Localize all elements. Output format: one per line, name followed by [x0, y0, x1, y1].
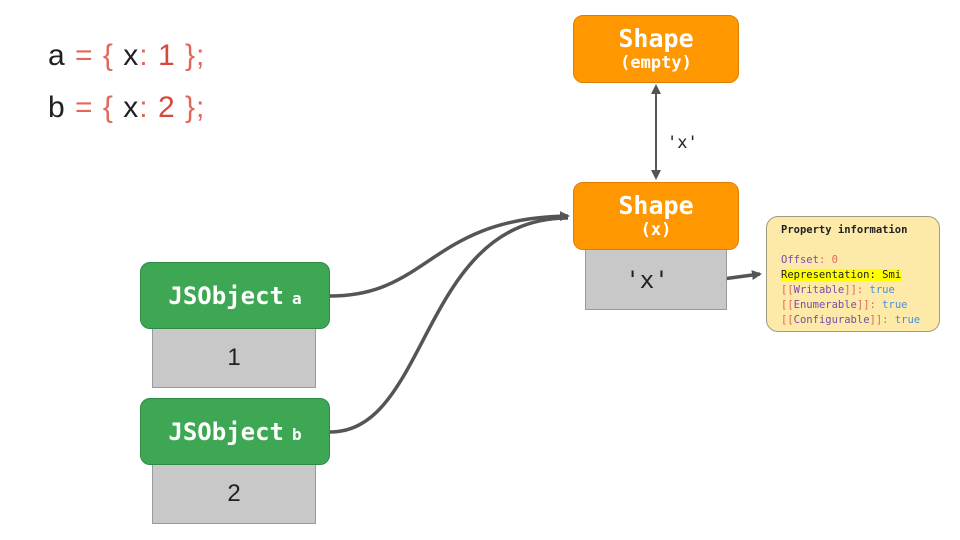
code-var: b	[48, 91, 66, 124]
jsobject-b-value: 2	[152, 462, 316, 524]
code-key: x	[123, 39, 140, 72]
jsobject-b-name: JSObject	[168, 417, 284, 446]
jsobject-a-name: JSObject	[168, 281, 284, 310]
enumerable-value: true	[882, 299, 908, 311]
code-colon: :	[139, 91, 149, 124]
code-semicolon: ;	[196, 39, 206, 72]
shape-empty-subtitle: (empty)	[620, 53, 692, 73]
shape-empty-title: Shape	[618, 24, 694, 53]
jsobject-a-value: 1	[152, 326, 316, 388]
shape-x-title: Shape	[618, 191, 694, 220]
code-brace-close: }	[185, 91, 197, 124]
representation-value: Smi	[882, 269, 902, 281]
property-info-header: Property information	[781, 224, 908, 236]
code-brace-close: }	[185, 39, 197, 72]
shape-x: Shape (x)	[573, 182, 739, 250]
writable-label: Writable	[793, 284, 845, 296]
offset-label: Offset	[781, 254, 819, 266]
jsobject-b: JSObject b	[140, 398, 330, 465]
shape-x-slot: 'x'	[585, 248, 727, 310]
jsobject-b-var: b	[291, 425, 302, 444]
code-value: 1	[157, 39, 176, 72]
writable-value: true	[869, 284, 895, 296]
property-representation-row: Representation: Smi	[781, 269, 902, 281]
shape-empty: Shape (empty)	[573, 15, 739, 83]
code-line-a: a = { x: 1 };	[48, 38, 205, 74]
property-configurable-row: [[Configurable]]: true	[781, 314, 921, 326]
edge-jsobject-a-to-shape	[329, 211, 570, 298]
code-var: a	[48, 39, 66, 72]
code-brace-open: {	[102, 91, 114, 124]
configurable-label: Configurable	[793, 314, 870, 326]
property-writable-row: [[Writable]]: true	[781, 284, 895, 296]
code-key: x	[123, 91, 140, 124]
code-equals: =	[75, 39, 94, 72]
offset-value: 0	[831, 254, 838, 266]
transition-label: 'x'	[667, 133, 698, 153]
jsobject-a-var: a	[291, 289, 302, 308]
code-line-b: b = { x: 2 };	[48, 90, 205, 126]
configurable-value: true	[894, 314, 921, 326]
edge-jsobject-b-to-shape	[329, 216, 569, 434]
jsobject-a: JSObject a	[140, 262, 330, 329]
enumerable-label: Enumerable	[793, 299, 857, 311]
representation-label: Representation	[781, 269, 870, 281]
code-colon: :	[139, 39, 149, 72]
code-semicolon: ;	[196, 91, 206, 124]
code-value: 2	[157, 91, 176, 124]
property-offset-row: Offset: 0	[781, 254, 838, 266]
shape-x-subtitle: (x)	[640, 220, 672, 240]
code-brace-open: {	[102, 39, 114, 72]
code-equals: =	[75, 91, 94, 124]
property-info-box: Property information Offset: 0 Represent…	[766, 216, 940, 332]
property-enumerable-row: [[Enumerable]]: true	[781, 299, 908, 311]
